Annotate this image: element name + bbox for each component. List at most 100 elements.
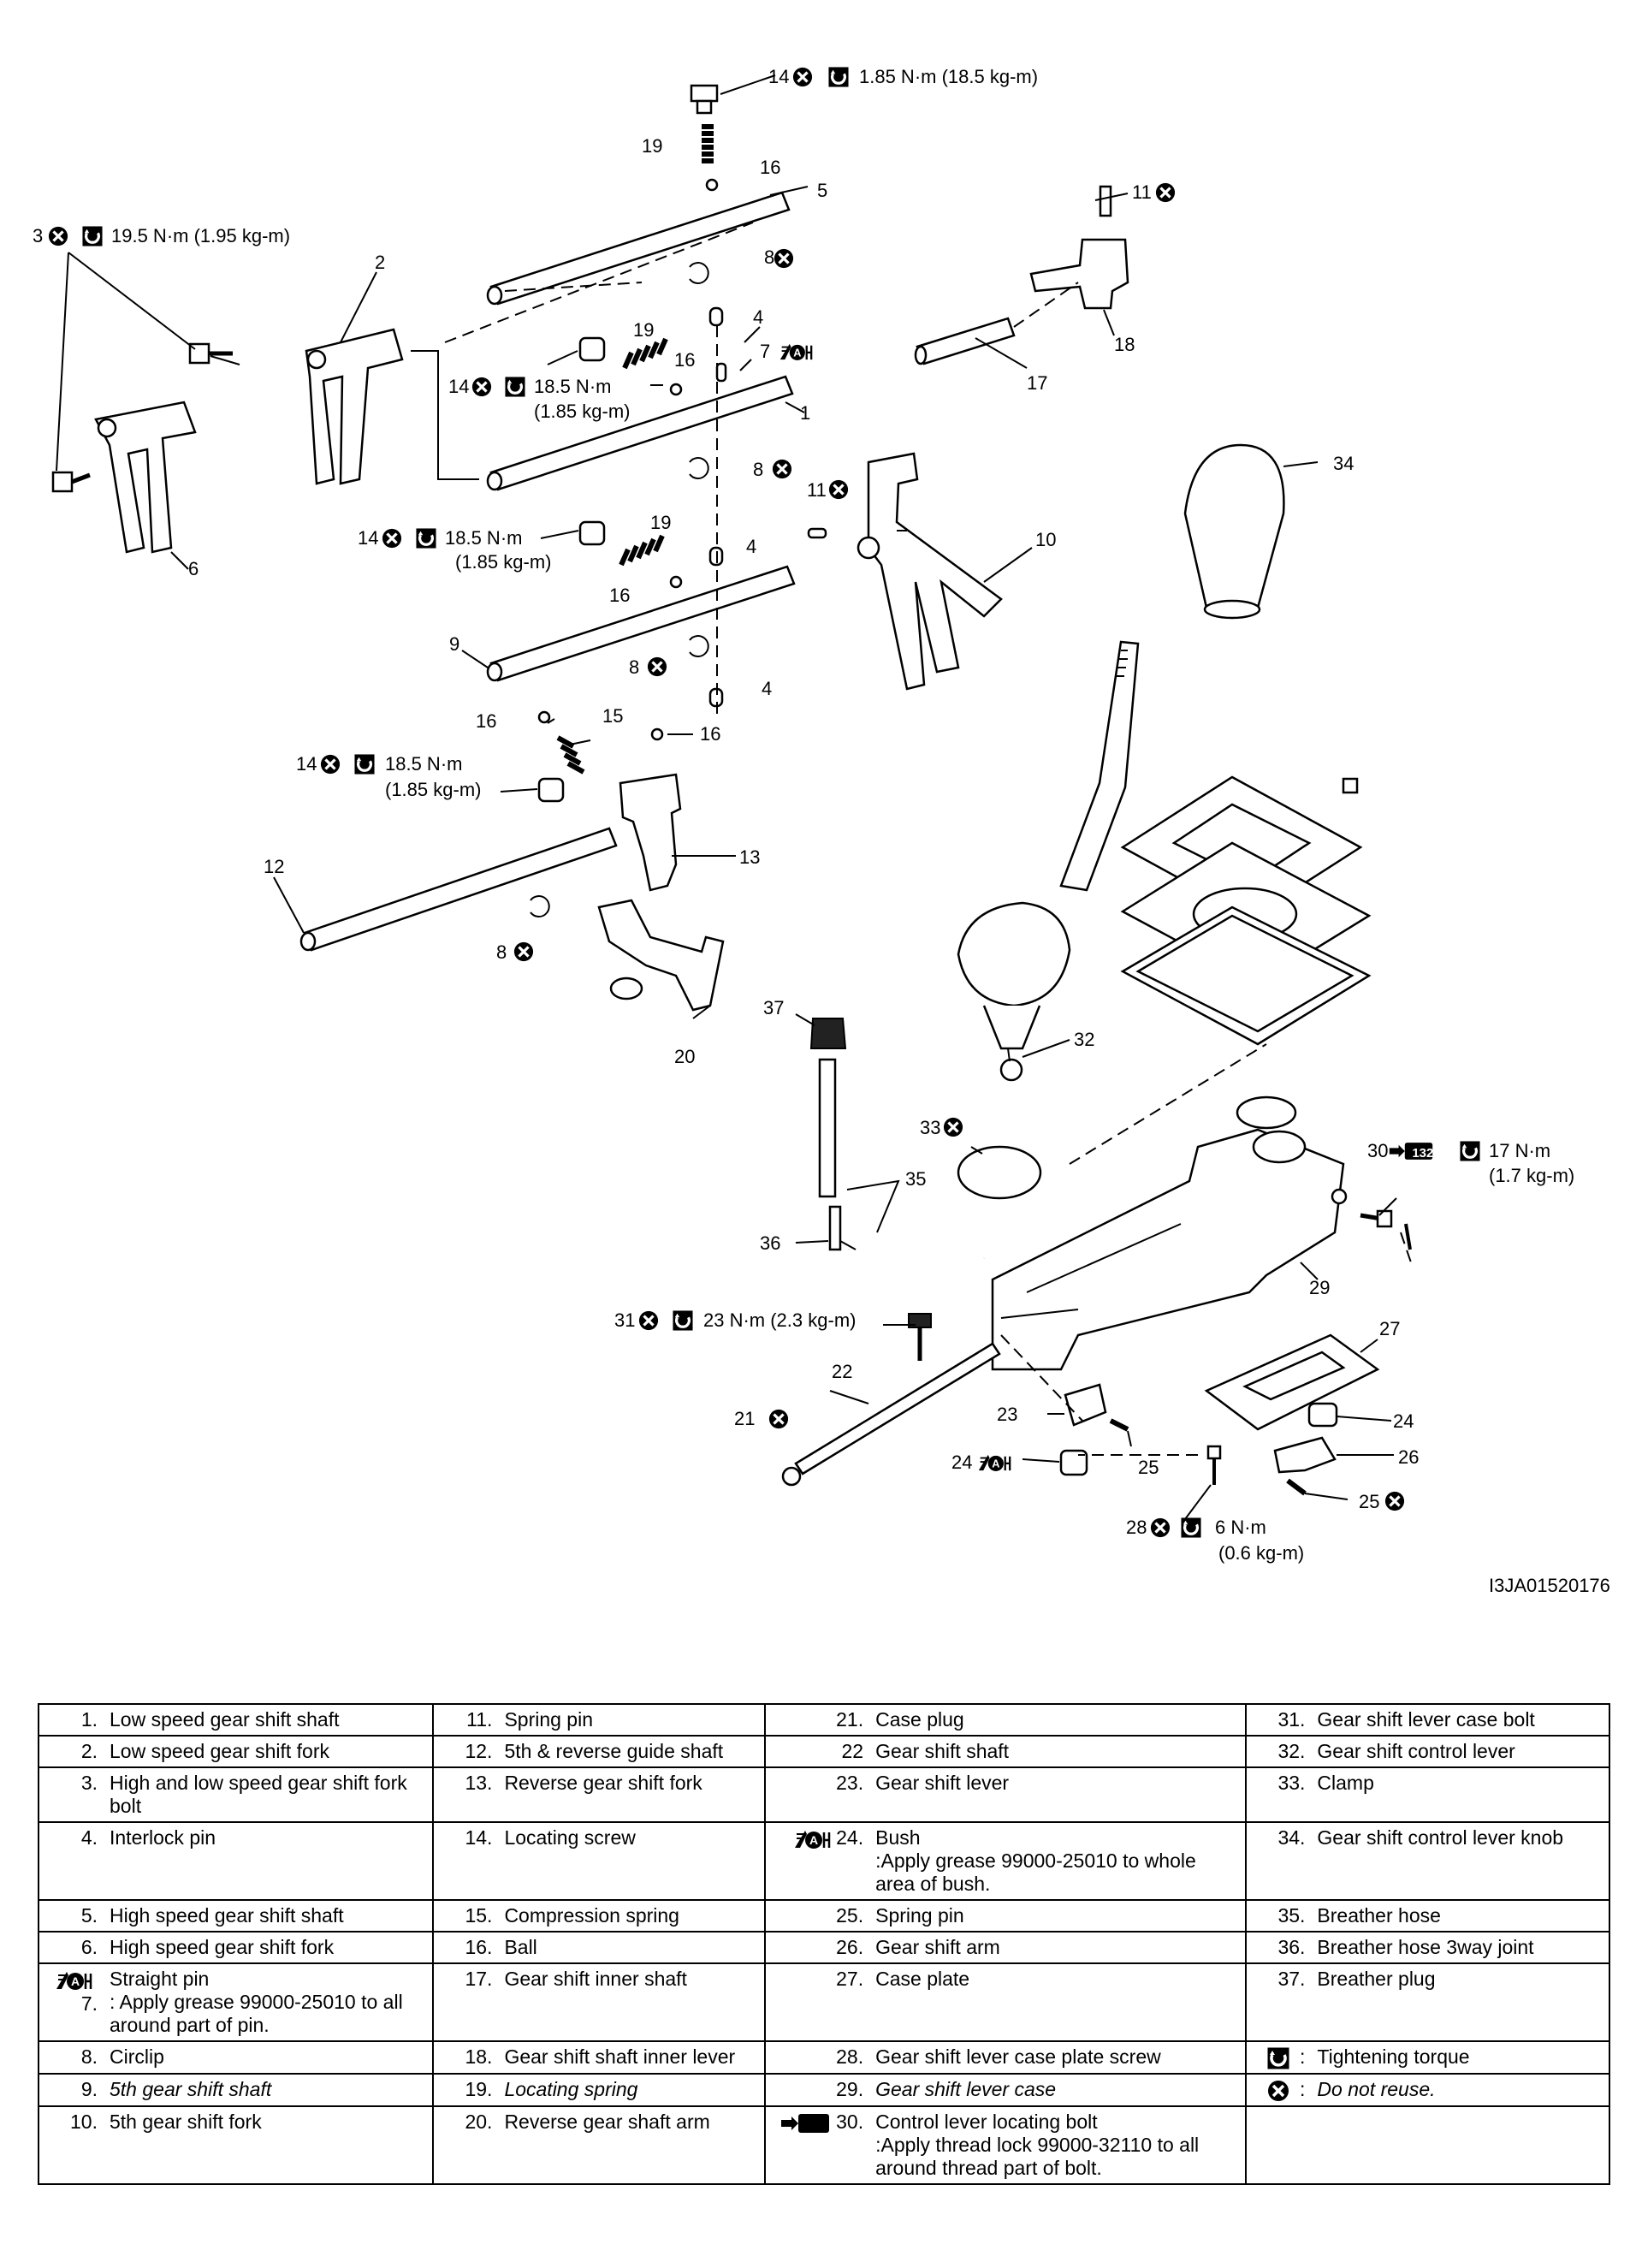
gear-shift-lever-case xyxy=(991,1095,1345,1371)
legend-item-number: 6. xyxy=(80,1936,98,1958)
legend-cell: 35.Breather hose xyxy=(1245,1899,1610,1933)
callout-6: 6 xyxy=(188,558,199,579)
legend-item-number: 37. xyxy=(1277,1968,1306,1990)
legend-item-number: 13. xyxy=(465,1772,493,1794)
torque-14-top: 1.85 N·m (18.5 kg-m) xyxy=(859,66,1038,87)
bush-b xyxy=(1307,1402,1338,1428)
legend-item-label: Locating screw xyxy=(504,1826,636,1849)
breather-plug xyxy=(809,1018,847,1049)
legend-cell: 6. High speed gear shift fork xyxy=(37,1931,435,1964)
callout-18: 18 xyxy=(1114,334,1135,355)
callout-4a: 4 xyxy=(753,306,763,328)
legend-cell: 24.Bush:Apply grease 99000-25010 to whol… xyxy=(764,1821,1248,1901)
legend-item-number: 34. xyxy=(1277,1826,1306,1849)
callout-4b: 4 xyxy=(746,536,756,557)
torque-30-2: (1.7 kg-m) xyxy=(1489,1165,1574,1186)
callout-10: 10 xyxy=(1035,529,1056,550)
figure-code: I3JA01520176 xyxy=(1489,1575,1610,1596)
gear-shift-control-lever-knob xyxy=(1183,443,1285,620)
guide-shaft xyxy=(299,827,618,952)
legend-cell: 19.Locating spring xyxy=(432,2072,767,2107)
callout-16c: 16 xyxy=(609,585,630,606)
spring-pin-top xyxy=(1099,185,1112,217)
callout-19a: 19 xyxy=(642,135,662,157)
legend-item-label: Gear shift lever case xyxy=(875,2077,1057,2100)
ball-d xyxy=(650,727,664,741)
legend-item-label: Bush xyxy=(875,1826,921,1849)
callout-19b: 19 xyxy=(633,319,654,341)
legend-item-number: 33. xyxy=(1277,1772,1306,1794)
legend-item-label: Reverse gear shaft arm xyxy=(504,2110,710,2133)
legend-cell: 29.Gear shift lever case xyxy=(764,2072,1248,2107)
legend-item-number: 23. xyxy=(836,1772,864,1794)
legend-cell: 36.Breather hose 3way joint xyxy=(1245,1931,1610,1964)
legend-row: 3.High and low speed gear shift fork bol… xyxy=(37,1766,1610,1823)
legend-item-label: Gear shift lever case plate screw xyxy=(875,2045,1161,2068)
legend-row: 7.Straight pin: Apply grease 99000-25010… xyxy=(37,1962,1610,2042)
case-plate xyxy=(1204,1333,1380,1431)
legend-cell xyxy=(1245,2105,1610,2185)
bracket-line xyxy=(411,350,479,480)
callout-30: 30 xyxy=(1367,1140,1388,1161)
tightening-torque-icon xyxy=(673,1310,693,1331)
callout-36: 36 xyxy=(760,1232,780,1254)
callout-25a: 25 xyxy=(1138,1457,1159,1478)
legend-cell: 11.Spring pin xyxy=(432,1703,767,1737)
legend-item-number: 3. xyxy=(80,1772,98,1794)
tightening-torque-icon xyxy=(1181,1517,1201,1538)
interlock-pin-a xyxy=(708,306,724,327)
locating-spring-b xyxy=(619,534,665,567)
legend-item-label: Breather hose 3way joint xyxy=(1317,1936,1534,1958)
grease-icon xyxy=(55,1970,92,1992)
legend-cell: 34.Gear shift control lever knob xyxy=(1245,1821,1610,1901)
legend-item-number: 7. xyxy=(44,1968,110,2037)
legend-item-number: 20. xyxy=(465,2110,493,2133)
legend-item-number: 31. xyxy=(1277,1708,1306,1731)
circlip-d xyxy=(530,895,550,917)
straight-pin xyxy=(715,362,727,383)
legend-cell: 31.Gear shift lever case bolt xyxy=(1245,1703,1610,1737)
dash-line-a xyxy=(444,222,754,343)
legend-item-label: High speed gear shift fork xyxy=(110,1936,335,1958)
legend-item-label: Gear shift inner shaft xyxy=(504,1968,687,1990)
bush-a xyxy=(1059,1449,1088,1476)
legend-item-number: 8. xyxy=(80,2045,98,2068)
reverse-gear-shift-fork xyxy=(619,773,682,892)
do-not-reuse-icon xyxy=(768,1409,789,1429)
legend-item-number: 2. xyxy=(80,1740,98,1762)
callout-14a: 14 xyxy=(448,376,469,397)
legend-cell: 9.5th gear shift shaft xyxy=(37,2072,435,2107)
legend-item-number: 9. xyxy=(80,2077,98,2100)
legend-cell: 8. Circlip xyxy=(37,2040,435,2075)
legend-cell: 33.Clamp xyxy=(1245,1766,1610,1823)
gear-shift-arm xyxy=(1273,1436,1337,1474)
legend-item-number: 22 xyxy=(841,1740,864,1762)
legend-item-label: Tightening torque xyxy=(1317,2045,1470,2068)
legend-item-number: 28. xyxy=(836,2045,864,2068)
do-not-reuse-icon xyxy=(382,528,402,549)
legend-cell: 16.Ball xyxy=(432,1931,767,1964)
do-not-reuse-icon xyxy=(320,754,341,775)
legend-item-label: Compression spring xyxy=(504,1904,679,1927)
legend-item-label: Control lever locating bolt xyxy=(875,2110,1098,2133)
fork-bolt-lower xyxy=(51,471,91,493)
do-not-reuse-icon xyxy=(774,248,794,269)
callout-16e: 16 xyxy=(700,723,720,745)
callout-13: 13 xyxy=(739,846,760,868)
gear-shift-inner-shaft xyxy=(914,317,1016,365)
compression-spring xyxy=(556,735,585,775)
callout-7: 7 xyxy=(760,341,770,362)
legend-item-label: Circlip xyxy=(110,2045,164,2068)
legend-cell: 3.High and low speed gear shift fork bol… xyxy=(37,1766,435,1823)
callout-8b: 8 xyxy=(753,459,763,480)
legend-item-label: Spring pin xyxy=(875,1904,964,1927)
do-not-reuse-icon xyxy=(471,377,492,397)
legend-item-number: 30. xyxy=(771,2111,875,2180)
callout-33: 33 xyxy=(920,1117,940,1138)
